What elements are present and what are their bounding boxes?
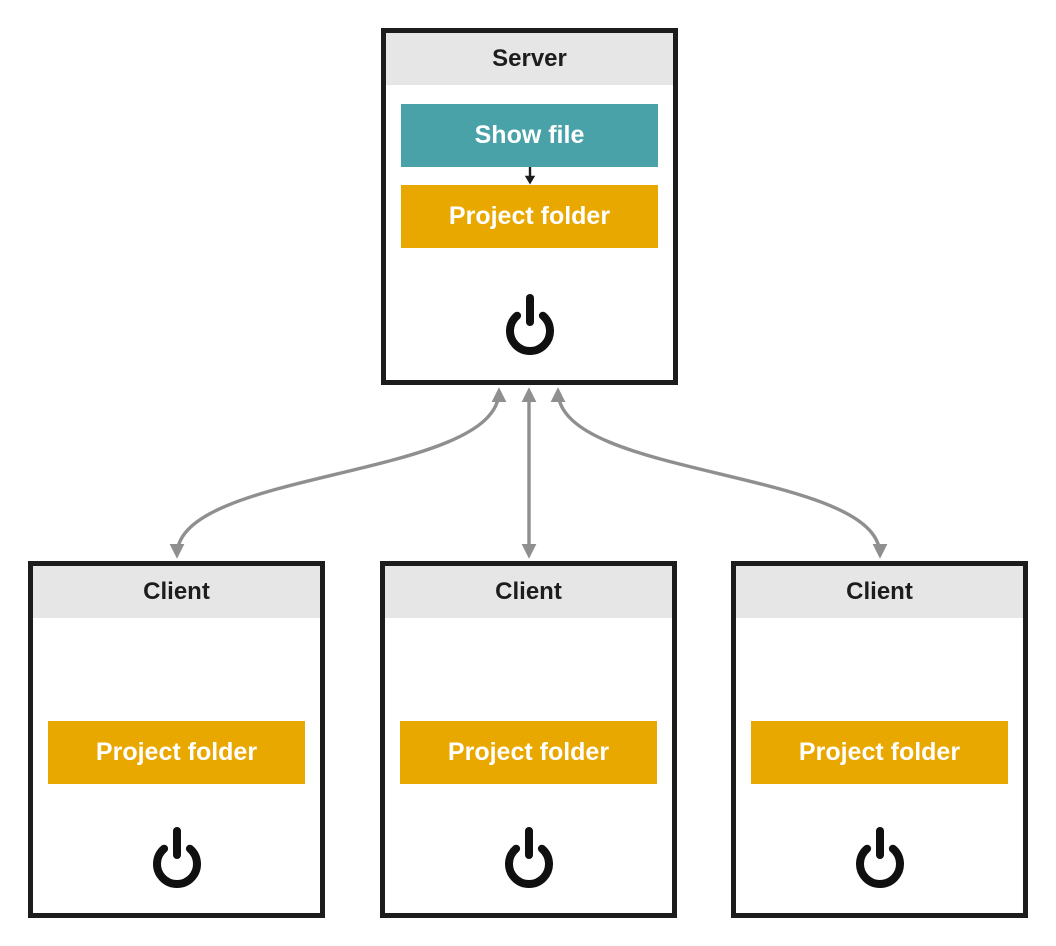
power-icon[interactable] xyxy=(502,293,558,357)
client-3-title: Client xyxy=(846,578,913,605)
server-header: Server xyxy=(386,33,673,85)
client-2-title: Client xyxy=(495,578,562,605)
server-project-folder-button[interactable]: Project folder xyxy=(401,185,658,248)
edge-server-client-3 xyxy=(550,387,888,559)
client-2-project-folder-button[interactable]: Project folder xyxy=(400,721,657,784)
client-node-3: Client Project folder xyxy=(731,561,1028,918)
server-node: Server Show file Project folder xyxy=(381,28,678,385)
edge-server-client-1 xyxy=(169,387,507,559)
down-arrow-icon xyxy=(524,167,535,185)
client-1-header: Client xyxy=(33,566,320,618)
client-1-title: Client xyxy=(143,578,210,605)
client-1-project-folder-button[interactable]: Project folder xyxy=(48,721,305,784)
power-icon[interactable] xyxy=(852,826,908,890)
client-3-project-folder-button[interactable]: Project folder xyxy=(751,721,1008,784)
client-node-2: Client Project folder xyxy=(380,561,677,918)
show-file-button[interactable]: Show file xyxy=(401,104,658,167)
server-title: Server xyxy=(492,45,567,72)
power-icon[interactable] xyxy=(501,826,557,890)
client-3-header: Client xyxy=(736,566,1023,618)
power-icon[interactable] xyxy=(149,826,205,890)
client-node-1: Client Project folder xyxy=(28,561,325,918)
client-2-header: Client xyxy=(385,566,672,618)
